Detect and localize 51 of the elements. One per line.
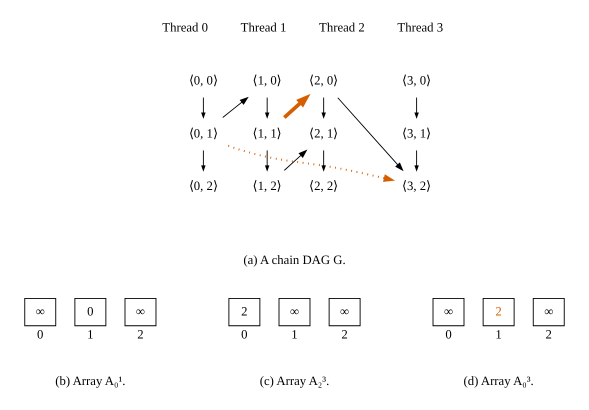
node-text: ⟨3, 0⟩ — [402, 73, 432, 88]
node-box: 2 — [228, 298, 260, 326]
node-label: 2 — [341, 328, 348, 342]
node-label: 1 — [291, 328, 298, 342]
label: (c) Array A₂³. — [260, 374, 330, 388]
arrow — [284, 150, 308, 171]
node-box: 2 — [482, 298, 515, 326]
node-text: ⟨1, 0⟩ — [252, 73, 282, 88]
node-label: 1 — [495, 328, 502, 342]
node-text: ⟨1, 1⟩ — [252, 126, 282, 140]
arrow — [321, 97, 326, 119]
node-text: ⟨0, 2⟩ — [188, 179, 218, 194]
node-text: ⟨3, 2⟩ — [402, 179, 432, 194]
node-box: ∞ — [328, 298, 361, 326]
node-box: ∞ — [532, 298, 565, 326]
node-label: 0 — [37, 328, 44, 342]
arrow — [414, 150, 419, 172]
node-text: ⟨2, 1⟩ — [309, 126, 338, 140]
node-text: ⟨0, 1⟩ — [188, 126, 218, 140]
node-box: ∞ — [124, 298, 156, 326]
arrow — [414, 97, 419, 119]
label: Thread 2 — [319, 20, 365, 35]
arrow — [264, 150, 270, 172]
node-label: 0 — [241, 328, 248, 342]
node-box: ∞ — [278, 298, 310, 326]
node-text: ⟨2, 0⟩ — [309, 73, 338, 88]
arrow — [222, 96, 249, 118]
node-text: ⟨0, 0⟩ — [188, 73, 218, 88]
label: Thread 0 — [162, 20, 208, 35]
arrow — [321, 150, 326, 172]
label: (b) Array A₀¹. — [55, 374, 126, 388]
node-label: 1 — [87, 328, 94, 342]
label: Thread 1 — [240, 20, 286, 35]
node-text: ⟨3, 1⟩ — [402, 126, 432, 140]
arrow — [228, 144, 395, 182]
node-text: ⟨1, 2⟩ — [252, 179, 282, 194]
node-label: 0 — [445, 328, 452, 342]
node-box: ∞ — [432, 298, 464, 326]
label: (d) Array A₀³. — [464, 374, 534, 388]
arrow — [283, 94, 310, 119]
node-text: ⟨2, 2⟩ — [309, 179, 338, 194]
label: Thread 3 — [397, 20, 444, 35]
arrow — [337, 97, 404, 172]
node-box: ∞ — [24, 298, 56, 326]
node-label: 2 — [546, 328, 552, 342]
label: (a) A chain DAG G. — [243, 252, 346, 267]
node-label: 2 — [137, 328, 144, 342]
arrow — [201, 97, 206, 119]
arrow — [264, 97, 270, 119]
arrow — [201, 150, 206, 172]
node-box: 0 — [74, 298, 106, 326]
